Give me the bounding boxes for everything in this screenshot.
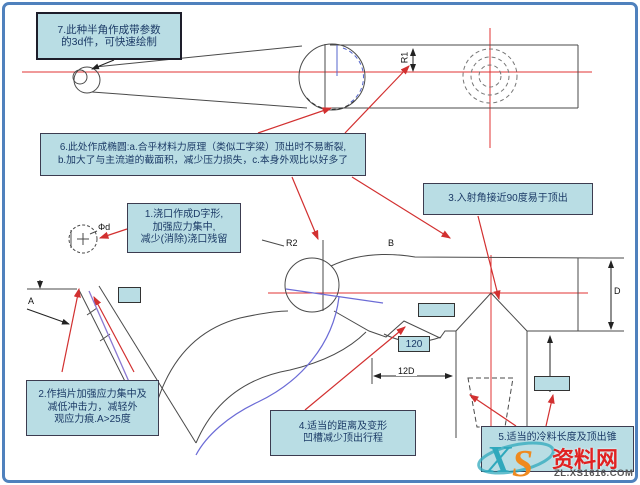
callout-line: 2.作挡片加强应力集中及	[38, 389, 147, 401]
callout-ellipse-runner: 6.此处作成椭圆:a.合乎材料力原理（类似工字梁）顶出时不易断裂, b.加大了与…	[40, 133, 366, 176]
callout-baffle: 2.作挡片加强应力集中及 减低冲击力，减轻外 观应力痕.A>25度	[26, 380, 159, 436]
watermark-site-name: 资料网	[552, 447, 619, 472]
marker-cold-slug-block	[534, 376, 570, 391]
callout-line: 减低冲击力，减轻外	[47, 401, 138, 413]
callout-ejection-stroke: 4.适当的距离及变形 凹槽减少顶出行程	[270, 410, 416, 456]
hidden-circles	[462, 48, 518, 104]
callout-parametric-3d: 7.此种半角作成带参数 的3d件，可快速绘制	[36, 12, 182, 60]
callout-line: 5.适当的冷料长度及顶出锥	[498, 432, 617, 443]
angle-120-label: 120	[398, 336, 430, 352]
red-centerlines	[22, 28, 592, 442]
callout-line: 凹槽减少顶出行程	[303, 433, 383, 444]
callout-line: 的3d件，可快速绘制	[61, 36, 157, 48]
red-leader-arrows	[61, 65, 555, 427]
callout-line: 3.入射角接近90度易于顶出	[448, 192, 568, 204]
watermark-s: S	[512, 443, 533, 484]
callout-ejection-angle: 3.入射角接近90度易于顶出	[423, 183, 593, 215]
callout-line: b.加大了与主流道的截面积，减少压力损失，c.本身外观比以好多了	[57, 154, 349, 166]
callout-line: 7.此种半角作成带参数	[57, 23, 161, 36]
dim-label-r1: R1	[399, 51, 410, 64]
callout-line: 加强应力集中,	[152, 221, 216, 233]
top-view-geometry	[72, 43, 579, 111]
callout-line: 观应力痕.A>25度	[54, 414, 131, 426]
dim-label-a: A	[28, 296, 35, 306]
watermark: X S 资料网 ZL.XS1616.COM	[474, 430, 638, 484]
dim-label-d: D	[614, 286, 621, 296]
callout-d-gate: 1.浇口作成D字形, 加强应力集中, 减少(消除)浇口残留	[127, 203, 241, 253]
callout-line: 减少(消除)浇口残留	[140, 234, 228, 246]
dim-label-b: B	[388, 238, 395, 248]
callout-line: 6.此处作成椭圆:a.合乎材料力原理（类似工字梁）顶出时不易断裂,	[59, 142, 347, 153]
dim-label-phi-d: Φd	[98, 222, 111, 232]
watermark-x: X	[485, 439, 513, 481]
marker-runner-block	[418, 303, 455, 317]
marker-gate-block	[118, 287, 141, 303]
callout-line: 1.浇口作成D字形,	[144, 209, 224, 221]
dim-label-r2: R2	[286, 238, 298, 248]
watermark-logo-icon: X S	[477, 439, 555, 484]
dim-label-12d: 12D	[396, 366, 417, 376]
dimension-arrows	[26, 48, 614, 392]
callout-line: 4.适当的距离及变形	[298, 420, 388, 432]
callout-cold-slug: 5.适当的冷料长度及顶出锥	[481, 426, 634, 472]
watermark-site-url: ZL.XS1616.COM	[554, 468, 634, 479]
